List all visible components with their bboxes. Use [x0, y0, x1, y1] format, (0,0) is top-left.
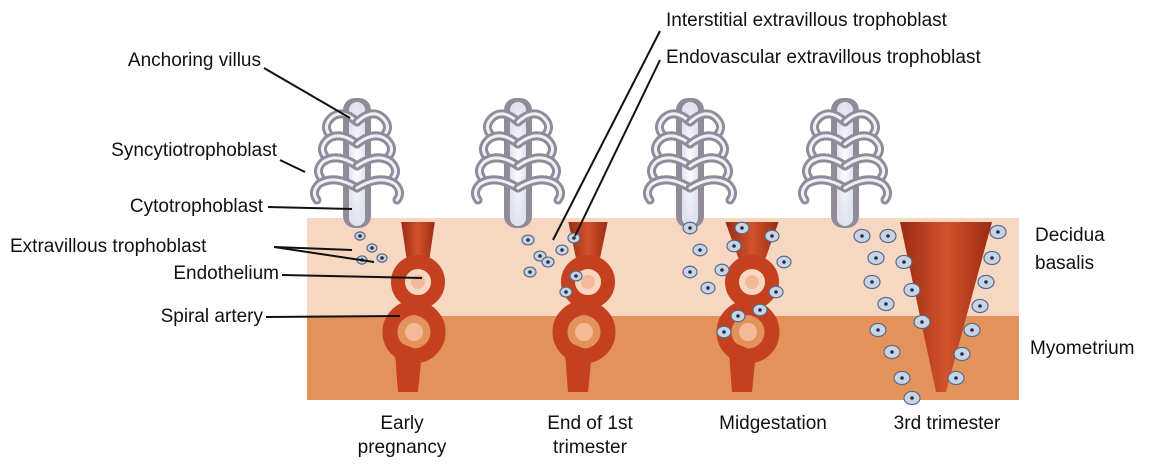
- cell-nucleus: [876, 328, 880, 332]
- artery-coil-lower-lumen: [739, 323, 757, 341]
- cell-nucleus: [574, 274, 578, 278]
- label-cytotrophoblast: Cytotrophoblast: [130, 196, 263, 218]
- cell-nucleus: [954, 376, 958, 380]
- cell-nucleus: [722, 330, 726, 334]
- cell-nucleus: [910, 396, 914, 400]
- cell-nucleus: [884, 302, 888, 306]
- cell-nucleus: [890, 350, 894, 354]
- villi-group: [314, 98, 887, 228]
- artery-coil-lower-lumen: [405, 323, 423, 341]
- label-endovascular-extravillous-trophoblast: Endovascular extravillous trophoblast: [666, 47, 981, 69]
- leader-endovascular: [575, 60, 660, 236]
- cell-nucleus: [902, 260, 906, 264]
- cell-nucleus: [996, 230, 1000, 234]
- cell-nucleus: [886, 234, 890, 238]
- caption-midgestation: Midgestation: [693, 412, 853, 436]
- artery-coil-upper-lumen: [745, 275, 759, 289]
- label-myometrium: Myometrium: [1030, 338, 1135, 360]
- leader-anchoring-villus: [264, 68, 350, 118]
- cell-nucleus: [546, 260, 550, 264]
- cell-nucleus: [688, 226, 692, 230]
- cell-nucleus: [920, 320, 924, 324]
- cell-nucleus: [782, 260, 786, 264]
- cell-nucleus: [960, 352, 964, 356]
- cell-nucleus: [758, 308, 762, 312]
- cell-nucleus: [698, 248, 702, 252]
- cell-nucleus: [688, 270, 692, 274]
- cell-nucleus: [860, 234, 864, 238]
- artery-coil-lower-lumen: [575, 323, 593, 341]
- caption-3rd-trimester: 3rd trimester: [867, 412, 1027, 436]
- cell-nucleus: [572, 236, 576, 240]
- cell-nucleus: [910, 288, 914, 292]
- leader-interstitial: [553, 31, 660, 240]
- cell-nucleus: [970, 328, 974, 332]
- cell-nucleus: [900, 376, 904, 380]
- cell-nucleus: [978, 304, 982, 308]
- cell-nucleus: [706, 286, 710, 290]
- cell-nucleus: [736, 314, 740, 318]
- cell-nucleus: [732, 244, 736, 248]
- cell-nucleus: [870, 280, 874, 284]
- cell-nucleus: [984, 280, 988, 284]
- cell-nucleus: [380, 256, 384, 260]
- leader-spiral-artery: [266, 316, 400, 317]
- leader-syncytiotrophoblast: [280, 160, 305, 172]
- cell-nucleus: [770, 234, 774, 238]
- label-spiral-artery: Spiral artery: [161, 306, 263, 328]
- anchoring-villus-4: [802, 98, 887, 228]
- label-anchoring-villus: Anchoring villus: [128, 50, 261, 72]
- cell-nucleus: [560, 248, 564, 252]
- cell-nucleus: [528, 270, 532, 274]
- label-syncytiotrophoblast: Syncytiotrophoblast: [111, 140, 277, 162]
- leader-cytotrophoblast: [268, 207, 352, 209]
- label-decidua-basalis: Decidua basalis: [1035, 222, 1105, 278]
- cell-nucleus: [526, 238, 530, 242]
- caption-end-of-1st-trimester: End of 1st trimester: [525, 412, 655, 460]
- label-interstitial-extravillous-trophoblast: Interstitial extravillous trophoblast: [666, 10, 947, 32]
- cell-nucleus: [538, 254, 542, 258]
- anchoring-villus-3: [647, 98, 732, 228]
- artery-coil-upper-lumen: [581, 275, 595, 289]
- cell-nucleus: [358, 234, 362, 238]
- cell-nucleus: [720, 268, 724, 272]
- cell-nucleus: [564, 290, 568, 294]
- cell-nucleus: [740, 226, 744, 230]
- label-extravillous-trophoblast: Extravillous trophoblast: [10, 236, 206, 258]
- label-endothelium: Endothelium: [173, 263, 279, 285]
- cell-nucleus: [774, 290, 778, 294]
- cell-nucleus: [874, 256, 878, 260]
- anchoring-villus-2: [475, 98, 560, 228]
- cell-nucleus: [990, 256, 994, 260]
- caption-early-pregnancy: Early pregnancy: [337, 412, 467, 460]
- cell-nucleus: [370, 246, 374, 250]
